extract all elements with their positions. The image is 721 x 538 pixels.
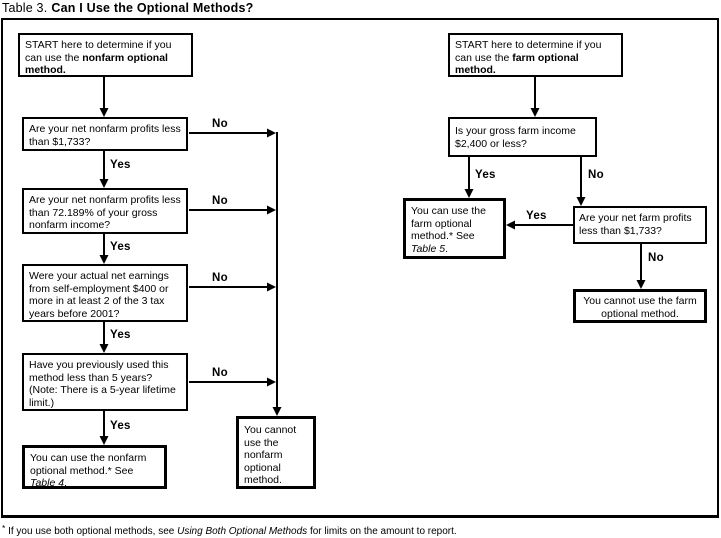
farm-q-income-box: Is your gross farm income $2,400 or less… [448, 117, 597, 157]
label-yes-nonfarm-profits: Yes [110, 159, 131, 171]
farm-cannot-use-text: You cannot use the farm optional method. [583, 295, 697, 320]
label-no-farm-profits: No [648, 252, 664, 264]
farm-q-profits-box: Are your net farm profits less than $1,7… [573, 206, 707, 244]
label-yes-farm-profits: Yes [526, 210, 547, 222]
farm-start-text: START here to determine if you can use t… [455, 39, 602, 64]
farm-can-use-box: You can use the farm optional method.* S… [403, 198, 506, 259]
footnote-text: If you use both optional methods, see [5, 526, 178, 537]
nonfarm-can-use-text: You can use the nonfarm optional method.… [30, 452, 147, 477]
label-yes-nonfarm-previous: Yes [110, 420, 131, 432]
nonfarm-start-text: START here to determine if you can use t… [25, 39, 172, 64]
farm-cannot-use-box: You cannot use the farm optional method. [573, 289, 707, 323]
page-title: Table 3.Can I Use the Optional Methods? [2, 1, 253, 15]
label-no-farm-income: No [588, 169, 604, 181]
nonfarm-can-use-box: You can use the nonfarm optional method.… [22, 445, 167, 489]
label-yes-nonfarm-percent: Yes [110, 241, 131, 253]
label-no-nonfarm-previous: No [212, 367, 228, 379]
table-title-text: Can I Use the Optional Methods? [51, 1, 254, 15]
nonfarm-q-profits-text: Are your net nonfarm profits less than $… [29, 123, 181, 148]
label-no-nonfarm-percent: No [212, 195, 228, 207]
nonfarm-q-previous-text: Have you previously used this method les… [29, 359, 176, 409]
nonfarm-cannot-use-box: You cannot use the nonfarm optional meth… [236, 416, 316, 489]
farm-can-use-text: You can use the farm optional method.* S… [411, 205, 486, 242]
nonfarm-start-bold: nonfarm optional method. [25, 51, 168, 77]
farm-start-box: START here to determine if you can use t… [448, 33, 623, 77]
label-no-nonfarm-profits: No [212, 118, 228, 130]
nonfarm-q-profits-box: Are your net nonfarm profits less than $… [22, 117, 188, 151]
label-no-nonfarm-earnings: No [212, 272, 228, 284]
label-yes-nonfarm-earnings: Yes [110, 329, 131, 341]
label-yes-farm-income: Yes [475, 169, 496, 181]
farm-can-use-ref: Table 5 [411, 242, 446, 255]
footnote-suffix: for limits on the amount to report. [307, 526, 457, 537]
footnote-ref: Using Both Optional Methods [177, 526, 308, 537]
nonfarm-start-box: START here to determine if you can use t… [18, 33, 193, 77]
footnote-marker: * [2, 523, 6, 533]
farm-q-profits-text: Are your net farm profits less than $1,7… [579, 212, 692, 237]
nonfarm-can-use-ref: Table 4 [30, 477, 65, 489]
nonfarm-q-percent-text: Are your net nonfarm profits less than 7… [29, 194, 181, 231]
nonfarm-q-previous-box: Have you previously used this method les… [22, 353, 188, 411]
table-number: Table 3. [2, 1, 48, 15]
nonfarm-can-use-suffix: . [64, 477, 67, 489]
farm-q-income-text: Is your gross farm income $2,400 or less… [455, 125, 576, 150]
nonfarm-cannot-use-text: You cannot use the nonfarm optional meth… [244, 424, 297, 486]
nonfarm-q-earnings-text: Were your actual net earnings from self-… [29, 270, 169, 320]
footnote: * If you use both optional methods, see … [2, 523, 457, 537]
farm-can-use-suffix: . [445, 242, 448, 255]
nonfarm-q-percent-box: Are your net nonfarm profits less than 7… [22, 188, 188, 234]
farm-start-bold: farm optional method. [455, 51, 579, 77]
nonfarm-q-earnings-box: Were your actual net earnings from self-… [22, 264, 188, 322]
